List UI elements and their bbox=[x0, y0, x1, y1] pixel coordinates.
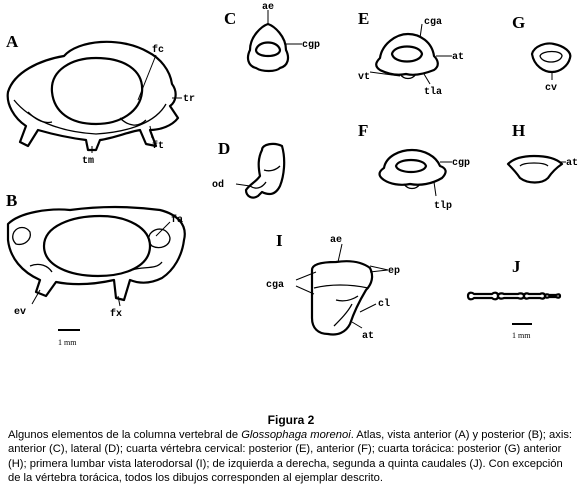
scale-label-j: 1 mm bbox=[512, 331, 531, 340]
label-tlp: tlp bbox=[434, 200, 452, 212]
label-cv: cv bbox=[545, 83, 557, 94]
caption-text-post: . Atlas, vista anterior (A) y posterior … bbox=[8, 429, 573, 484]
figure-illustration: A fc tr ft tm B fa ev fx 1 mm C bbox=[6, 2, 578, 347]
lumbar-outline bbox=[310, 260, 374, 336]
panel-letter-c: C bbox=[224, 9, 236, 28]
label-ep: ep bbox=[388, 266, 400, 277]
label-ev: ev bbox=[14, 307, 26, 318]
label-cgp-f: cgp bbox=[452, 158, 470, 169]
panel-a: A fc tr ft tm bbox=[6, 32, 195, 167]
scale-label-b: 1 mm bbox=[58, 338, 77, 347]
caption-text-pre: Algunos elementos de la columna vertebra… bbox=[8, 429, 242, 442]
panel-letter-b: B bbox=[6, 191, 17, 210]
panel-letter-i: I bbox=[276, 231, 283, 250]
label-fc: fc bbox=[152, 44, 164, 56]
panel-letter-j: J bbox=[512, 257, 521, 276]
caudal-vertebra-3 bbox=[522, 292, 547, 300]
label-at-h: at bbox=[566, 158, 578, 169]
label-fx: fx bbox=[110, 308, 122, 320]
thoracic-posterior-outline bbox=[530, 42, 572, 74]
panel-letter-g: G bbox=[512, 13, 525, 32]
panel-b: B fa ev fx 1 mm bbox=[6, 191, 186, 347]
label-od: od bbox=[212, 179, 224, 191]
panel-c: C ae cgp bbox=[224, 2, 320, 73]
caudal-vertebra-4 bbox=[543, 293, 562, 299]
label-at-i: at bbox=[362, 331, 374, 342]
panel-letter-d: D bbox=[218, 139, 230, 158]
atlas-anterior-foramen bbox=[50, 56, 144, 126]
atlas-posterior-foramen bbox=[42, 214, 152, 278]
label-ft: ft bbox=[152, 140, 164, 152]
panel-j: J 1 mm bbox=[466, 257, 562, 340]
panel-e: E cga at vt tla bbox=[358, 9, 464, 98]
label-tr: tr bbox=[183, 94, 195, 105]
panel-letter-h: H bbox=[512, 121, 525, 140]
label-tla: tla bbox=[424, 86, 442, 98]
label-ae-i: ae bbox=[330, 235, 342, 246]
caption-title: Figura 2 bbox=[267, 413, 315, 427]
label-tm: tm bbox=[82, 156, 94, 167]
label-at-e: at bbox=[452, 52, 464, 63]
caption-species: Glossophaga morenoi bbox=[241, 429, 351, 442]
panel-i: I ae ep cga cl at bbox=[266, 231, 400, 342]
label-cgp-c: cgp bbox=[302, 40, 320, 51]
caudal-vertebra-1 bbox=[466, 291, 500, 301]
label-ae: ae bbox=[262, 2, 274, 13]
panel-letter-a: A bbox=[6, 32, 19, 51]
panel-g: G cv bbox=[512, 13, 572, 94]
panel-f: F cgp tlp bbox=[358, 121, 470, 212]
label-cl: cl bbox=[378, 298, 390, 310]
label-cga-e: cga bbox=[424, 17, 442, 28]
thoracic-anterior-outline bbox=[506, 154, 564, 184]
label-vt: vt bbox=[358, 72, 370, 83]
panel-d: D od bbox=[212, 139, 286, 199]
label-cga-i: cga bbox=[266, 280, 284, 291]
label-fa: fa bbox=[171, 214, 183, 226]
figure-caption: Figura 2 Algunos elementos de la columna… bbox=[8, 413, 574, 485]
panel-letter-e: E bbox=[358, 9, 369, 28]
caption-body: Algunos elementos de la columna vertebra… bbox=[8, 428, 574, 485]
caudal-vertebra-2 bbox=[496, 292, 526, 300]
panel-h: H at bbox=[506, 121, 578, 184]
panel-letter-f: F bbox=[358, 121, 368, 140]
